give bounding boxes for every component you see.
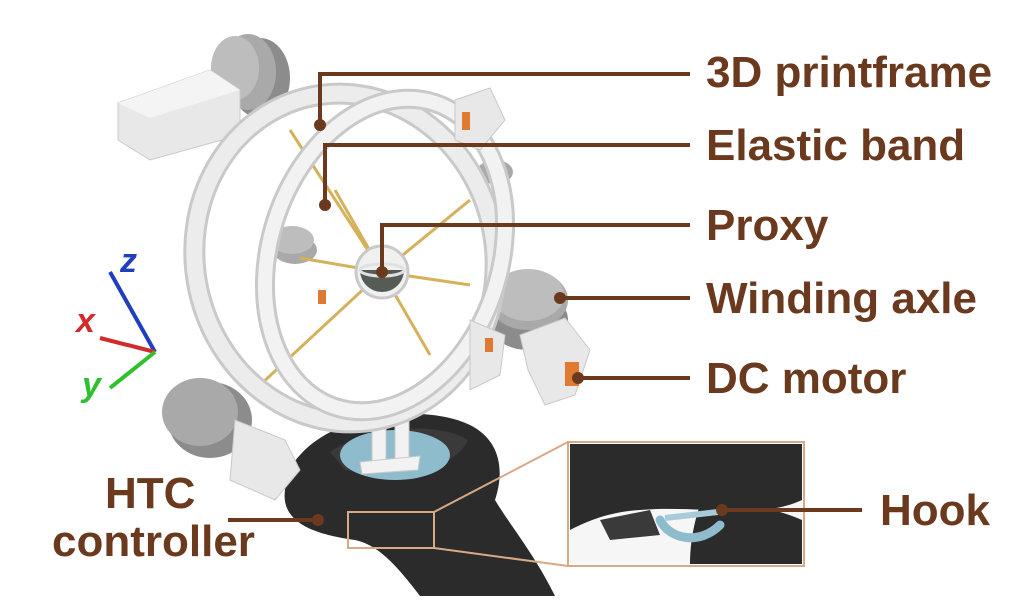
label-dc-motor: DC motor xyxy=(706,354,906,403)
y-axis-label: y xyxy=(80,366,103,404)
coordinate-axes: z x y xyxy=(74,242,155,404)
label-hook: Hook xyxy=(880,486,991,535)
label-3d-printframe: 3D printframe xyxy=(706,48,992,97)
z-axis xyxy=(110,272,155,352)
z-axis-label: z xyxy=(119,242,137,280)
label-elastic-band: Elastic band xyxy=(706,121,965,170)
label-htc: HTC xyxy=(105,469,195,518)
x-axis-label: x xyxy=(74,302,97,340)
label-controller: controller xyxy=(52,517,255,566)
label-winding-axle: Winding axle xyxy=(706,274,977,323)
htc-controller-body xyxy=(285,408,555,596)
y-axis xyxy=(110,352,155,388)
label-proxy: Proxy xyxy=(706,201,829,250)
